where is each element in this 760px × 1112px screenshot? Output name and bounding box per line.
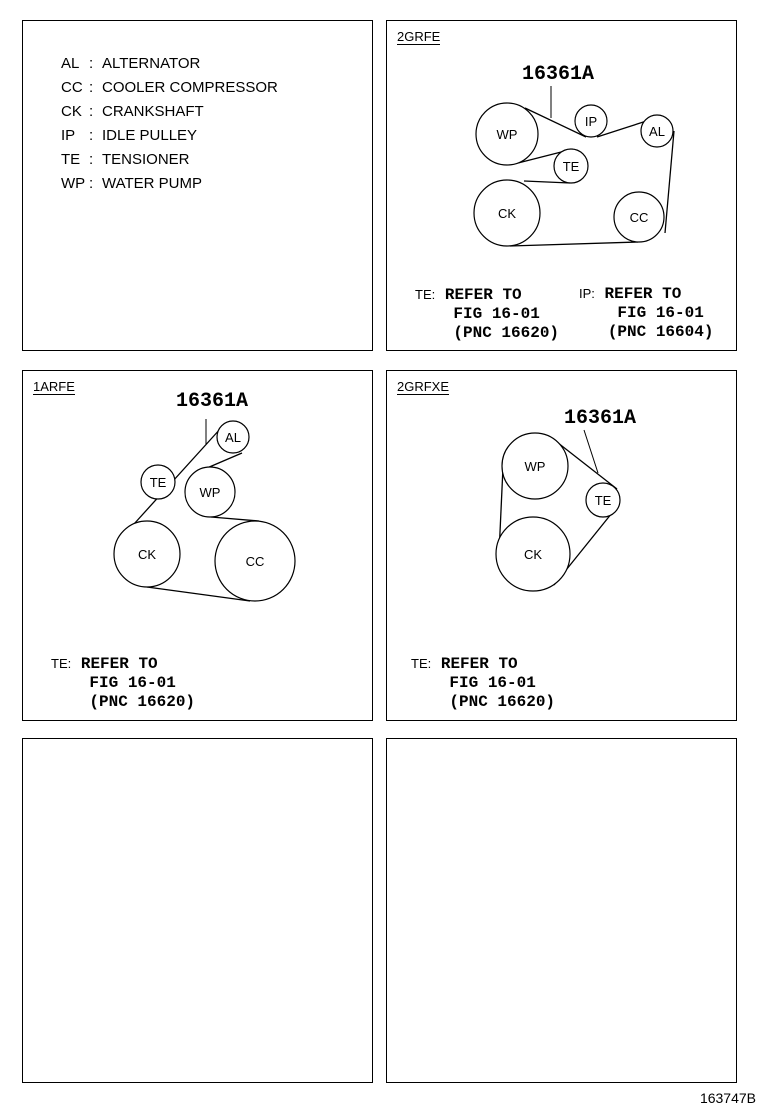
note-ip: IP: REFER TO FIG 16-01 (PNC 16604) xyxy=(579,284,713,342)
note-line: (PNC 16604) xyxy=(607,323,714,341)
pulley-label: CK xyxy=(524,547,542,562)
note-line: REFER TO xyxy=(440,655,518,673)
pulley-te xyxy=(140,464,176,500)
legend-item: AL: ALTERNATOR xyxy=(61,55,200,72)
belt-segment xyxy=(206,452,243,469)
belt-segment xyxy=(523,180,571,184)
note-line: FIG 16-01 xyxy=(89,674,176,692)
pulley-ck xyxy=(495,516,571,592)
legend-colon: : xyxy=(89,55,94,72)
legend-abbr: WP xyxy=(61,175,86,192)
legend-colon: : xyxy=(89,103,94,120)
belt-segment xyxy=(133,427,222,525)
note-line: (PNC 16620) xyxy=(453,324,560,342)
belt-segment xyxy=(552,438,618,490)
pulley-al xyxy=(216,420,250,454)
note-te: TE: REFER TO FIG 16-01 (PNC 16620) xyxy=(411,654,555,712)
pulley-cc xyxy=(214,520,296,602)
note-line: (PNC 16620) xyxy=(449,693,556,711)
pulley-label: CK xyxy=(138,547,156,562)
note-te: TE: REFER TO FIG 16-01 (PNC 16620) xyxy=(415,285,559,343)
pulley-wp xyxy=(184,466,236,518)
pulley-wp xyxy=(475,102,539,166)
legend-item: WP: WATER PUMP xyxy=(61,175,202,192)
note-prefix: TE: xyxy=(415,287,436,302)
panel-2grfe: 2GRFE 16361A WP IP AL TE CK CC TE: REFER TO FI… xyxy=(386,20,737,351)
pulley-label: CK xyxy=(498,206,516,221)
belt-diagram-1arfe: 16361A AL TE WP CK CC xyxy=(113,390,296,602)
pulley-label: IP xyxy=(585,114,597,129)
legend-desc: ALTERNATOR xyxy=(102,55,201,72)
pulley-label: WP xyxy=(497,127,518,142)
legend-abbr: IP xyxy=(61,127,76,144)
legend-desc: WATER PUMP xyxy=(102,175,202,192)
note-line: FIG 16-01 xyxy=(453,305,540,323)
figure-number: 163747B xyxy=(699,1090,756,1106)
panel-2grfxe: 2GRFXE 16361A WP TE CK TE: REFER TO FIG 16-… xyxy=(386,370,737,721)
legend-colon: : xyxy=(89,79,94,96)
belt-segment xyxy=(664,130,675,234)
part-number-label: 16361A xyxy=(564,407,636,430)
pulley-label: WP xyxy=(200,485,221,500)
pulley-cc xyxy=(613,191,665,243)
pulley-ip xyxy=(574,104,608,138)
legend-item: CK: CRANKSHAFT xyxy=(61,103,204,120)
note-line: FIG 16-01 xyxy=(449,674,536,692)
legend-abbr: TE xyxy=(61,151,81,168)
legend-abbr: CC xyxy=(61,79,83,96)
legend-colon: : xyxy=(89,151,94,168)
belt-segment xyxy=(509,241,639,247)
belt-diagram-2grfe: 16361A WP IP AL TE CK CC xyxy=(473,63,675,247)
note-line: (PNC 16620) xyxy=(89,693,196,711)
pulley-al xyxy=(640,114,674,148)
note-line: FIG 16-01 xyxy=(617,304,704,322)
legend-item: TE: TENSIONER xyxy=(61,151,190,168)
belt-segment xyxy=(210,516,260,522)
note-prefix: IP: xyxy=(579,286,595,301)
pulley-ck xyxy=(473,179,541,247)
legend-colon: : xyxy=(89,175,94,192)
legend-abbr: CK xyxy=(61,103,82,120)
note-line: REFER TO xyxy=(80,655,158,673)
empty-panel-left xyxy=(22,738,373,1083)
legend-desc: IDLE PULLEY xyxy=(102,127,198,144)
pulley-label: AL xyxy=(649,124,665,139)
engine-tag: 2GRFE xyxy=(397,29,441,45)
part-number-label: 16361A xyxy=(522,63,594,86)
pulley-label: TE xyxy=(595,493,612,508)
legend-panel: AL: ALTERNATOR CC: COOLER COMPRESSOR CK: CRAN… xyxy=(22,20,373,351)
pulley-te xyxy=(585,482,621,518)
pulley-wp xyxy=(501,432,569,500)
pulley-label: WP xyxy=(525,459,546,474)
note-prefix: TE: xyxy=(51,656,72,671)
note-te: TE: REFER TO FIG 16-01 (PNC 16620) xyxy=(51,654,195,712)
pulley-ck xyxy=(113,520,181,588)
legend-desc: CRANKSHAFT xyxy=(102,103,204,120)
note-prefix: TE: xyxy=(411,656,432,671)
panel-1arfe: 1ARFE 16361A AL TE WP CK CC TE: REFER TO FIG … xyxy=(22,370,373,721)
note-line: REFER TO xyxy=(604,285,682,303)
part-number-label: 16361A xyxy=(176,390,248,413)
leader-line xyxy=(583,429,599,474)
legend-desc: COOLER COMPRESSOR xyxy=(102,79,278,96)
pulley-label: TE xyxy=(150,475,167,490)
pulley-label: CC xyxy=(246,554,265,569)
belt-segment xyxy=(524,107,587,138)
engine-tag: 1ARFE xyxy=(33,379,75,395)
empty-panel-right xyxy=(386,738,737,1083)
pulley-label: CC xyxy=(630,210,649,225)
engine-tag: 2GRFXE xyxy=(397,379,450,395)
legend-item: CC: COOLER COMPRESSOR xyxy=(61,79,278,96)
pulley-te xyxy=(553,148,589,184)
pulley-label: AL xyxy=(225,430,241,445)
belt-segment xyxy=(146,586,251,602)
pulley-label: TE xyxy=(563,159,580,174)
legend-desc: TENSIONER xyxy=(102,151,190,168)
note-line: REFER TO xyxy=(444,286,522,304)
legend-abbr: AL xyxy=(61,55,80,72)
legend-item: IP: IDLE PULLEY xyxy=(61,127,197,144)
belt-diagram-2grfxe: 16361A WP TE CK xyxy=(495,407,636,592)
legend-colon: : xyxy=(89,127,94,144)
